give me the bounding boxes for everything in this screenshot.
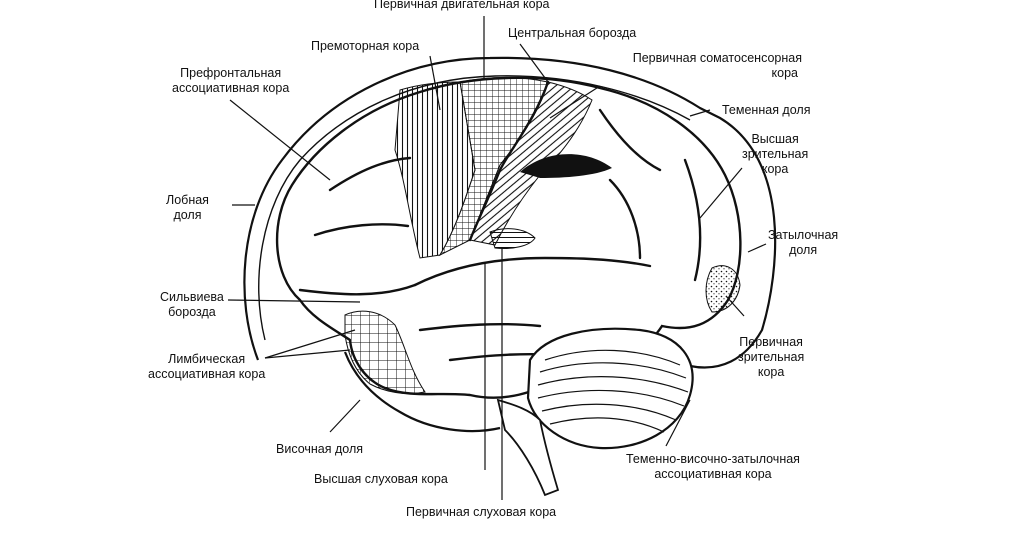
leader-primary-visual bbox=[725, 295, 745, 317]
primary-visual-area bbox=[705, 265, 741, 313]
label-limbic: Лимбическая ассоциативная кора bbox=[148, 352, 266, 381]
brain-stem bbox=[496, 398, 560, 497]
label-premotor: Премоторная кора bbox=[311, 39, 420, 53]
skull-inner bbox=[258, 75, 691, 341]
primary-auditory-area bbox=[489, 228, 536, 249]
leader-pto bbox=[665, 399, 691, 447]
leader-higher-visual bbox=[699, 167, 743, 219]
label-occipital-lobe: Затылочная доля bbox=[768, 228, 839, 257]
label-primary-visual: Первичная зрительная кора bbox=[738, 335, 805, 379]
leader-parietal bbox=[689, 109, 711, 117]
leader-limbic-2 bbox=[264, 349, 351, 359]
label-higher-visual: Высшая зрительная кора bbox=[742, 132, 809, 176]
label-higher-auditory: Высшая слуховая кора bbox=[314, 472, 448, 486]
leader-sylvian bbox=[227, 299, 361, 303]
leader-central-sulcus bbox=[519, 43, 549, 83]
leader-somatosensory bbox=[549, 85, 601, 119]
leader-premotor bbox=[429, 55, 441, 111]
label-somatosensory: Первичная соматосенсорная кора bbox=[632, 51, 802, 80]
label-parietal-lobe: Теменная доля bbox=[722, 103, 811, 117]
label-primary-motor: Первичная двигательная кора bbox=[374, 0, 550, 11]
label-pto-assoc: Теменно-височно-затылочная ассоциативная… bbox=[626, 452, 800, 481]
leader-prefrontal bbox=[229, 99, 331, 181]
label-sylvian: Сильвиева борозда bbox=[160, 290, 224, 319]
skull-outline bbox=[243, 56, 777, 433]
leader-temporal bbox=[329, 399, 361, 433]
label-prefrontal: Префронтальная ассоциативная кора bbox=[172, 66, 290, 95]
leader-limbic-1 bbox=[264, 329, 356, 359]
dark-patch bbox=[520, 154, 612, 178]
cerebellum bbox=[526, 327, 694, 450]
limbic-area bbox=[344, 310, 426, 395]
label-frontal-lobe: Лобная доля bbox=[166, 193, 209, 222]
label-primary-auditory: Первичная слуховая кора bbox=[406, 505, 557, 519]
leader-occipital bbox=[747, 243, 767, 253]
label-central-sulcus: Центральная борозда bbox=[508, 26, 637, 40]
label-temporal-lobe: Височная доля bbox=[276, 442, 364, 456]
